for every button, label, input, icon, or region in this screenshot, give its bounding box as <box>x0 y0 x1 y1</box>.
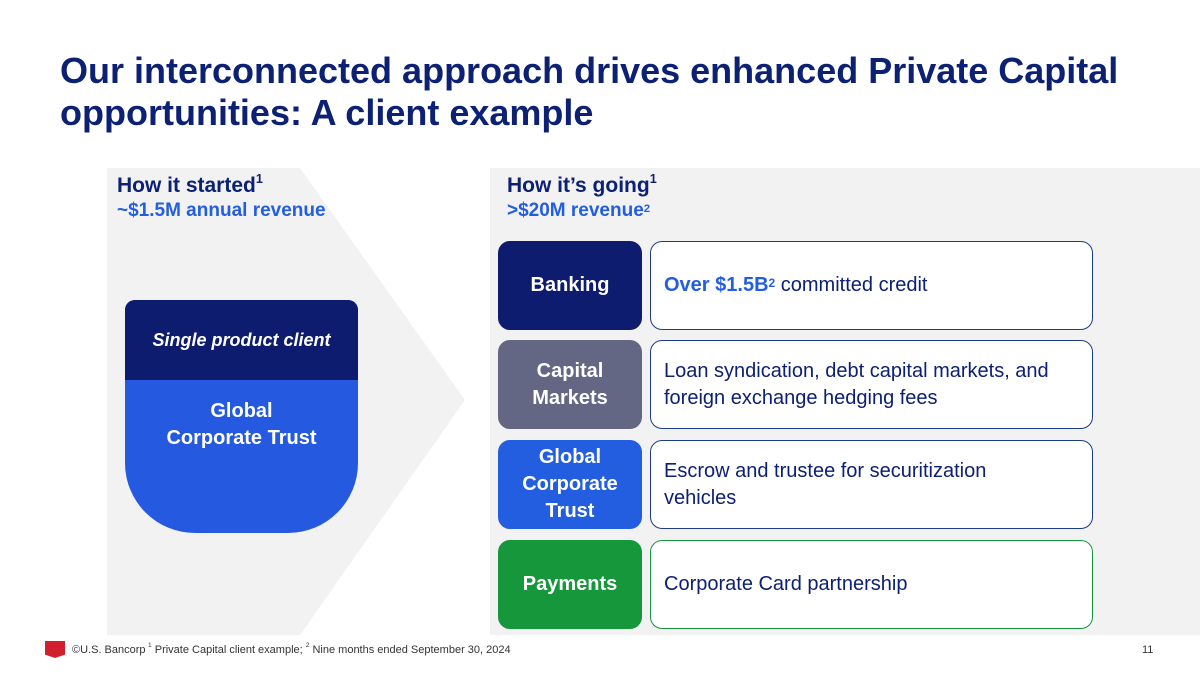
footnote-1: Private Capital client example; <box>151 644 306 656</box>
left-revenue: ~$1.5M annual revenue <box>117 200 326 221</box>
row-payments: Payments Corporate Card partnership <box>498 540 1094 629</box>
footnote-2: Nine months ended September 30, 2024 <box>309 644 511 656</box>
footnote-ref: 1 <box>649 172 657 186</box>
highlight: Over $1.5B <box>664 274 769 296</box>
single-product-card: Single product client Global Corporate T… <box>125 300 358 533</box>
row-label: Global Corporate Trust <box>498 440 642 529</box>
row-text: committed credit <box>775 274 928 296</box>
copyright: ©U.S. Bancorp <box>72 644 146 656</box>
footnote-num: 2 <box>305 642 310 649</box>
row-detail: Loan syndication, debt capital markets, … <box>650 340 1093 429</box>
page-number: 11 <box>1142 644 1154 656</box>
page-title: Our interconnected approach drives enhan… <box>60 50 1119 133</box>
footnote-ref: 1 <box>255 172 263 186</box>
row-detail: Corporate Card partnership <box>650 540 1093 629</box>
right-heading: How it’s going <box>507 174 650 197</box>
footnote-ref: 2 <box>643 203 651 215</box>
us-bank-logo-icon <box>45 641 65 658</box>
row-detail: Over $1.5B2 committed credit <box>650 241 1093 330</box>
row-detail: Escrow and trustee for securitization ve… <box>650 440 1093 529</box>
row-global-corporate-trust: Global Corporate Trust Escrow and truste… <box>498 440 1094 529</box>
row-label: Payments <box>498 540 642 629</box>
left-heading: How it started <box>117 174 256 197</box>
footnote-ref: 2 <box>768 276 776 290</box>
footnotes: 1 Private Capital client example; 2 Nine… <box>148 642 511 656</box>
row-label: Banking <box>498 241 642 330</box>
row-banking: Banking Over $1.5B2 committed credit <box>498 241 1094 330</box>
card-top-label: Single product client <box>125 300 358 380</box>
how-its-going: How it’s going1 >$20M revenue2 <box>507 172 657 224</box>
card-bottom-label: Global Corporate Trust <box>166 400 317 449</box>
row-label: Capital Markets <box>498 340 642 429</box>
row-capital-markets: Capital Markets Loan syndication, debt c… <box>498 340 1094 429</box>
how-it-started: How it started1 ~$1.5M annual revenue <box>117 172 337 224</box>
right-revenue: >$20M revenue <box>507 200 644 221</box>
footnote-num: 1 <box>148 642 152 649</box>
